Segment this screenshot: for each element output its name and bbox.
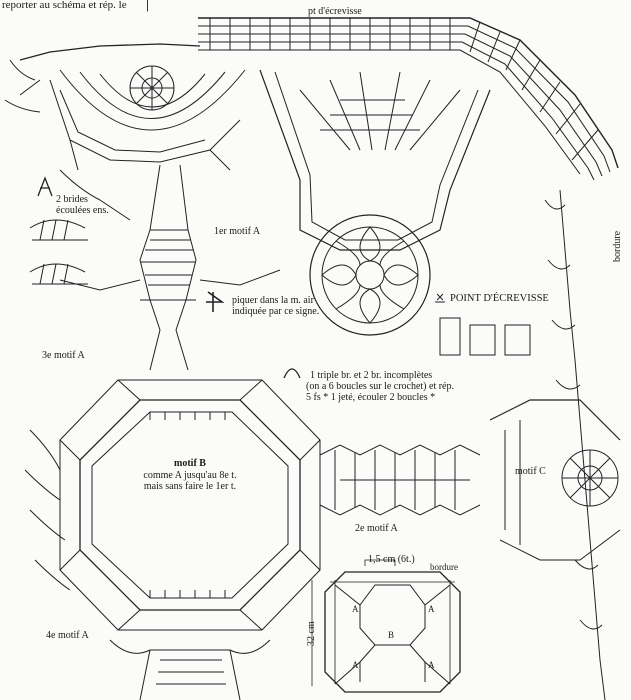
schema-cell-a-bottom-left: A [352, 660, 359, 670]
legend-piquer-line1: piquer dans la m. air [232, 295, 314, 306]
label-bordure-side: bordure [612, 230, 623, 262]
motif-c [489, 399, 621, 561]
schema-bordure-label: bordure [430, 562, 458, 572]
repeat-mark-icon: | [146, 0, 149, 12]
label-motif-a-2: 2e motif A [355, 523, 398, 534]
schema-width-label: 1,5 cm (6t.) [368, 554, 415, 565]
ecrevisse-symbol [435, 293, 445, 303]
label-motif-a-1: 1er motif A [214, 226, 261, 237]
label-pt-ecrevisse: pt d'écrevisse [308, 6, 362, 17]
right-border-chain [544, 189, 606, 700]
legend-symbols [29, 176, 531, 379]
brides-symbol [37, 176, 53, 197]
schema-cell-b-center: B [388, 630, 395, 640]
label-motif-b-title: motif B [174, 458, 206, 469]
left-edge-leaves [4, 59, 71, 591]
piquer-symbol [206, 291, 225, 312]
schema-cell-a-top-left: A [352, 604, 359, 614]
motif-a-fourth [109, 639, 271, 700]
schema-diagram [311, 559, 461, 693]
schema-height-label: 32 cm [306, 621, 317, 646]
legend-piquer-line2: indiquée par ce signe. [232, 306, 320, 317]
legend-brides-line1: 2 brides [56, 194, 88, 205]
schema-cell-a-bottom-right: A [428, 660, 435, 670]
motif-a-upper-left [19, 43, 246, 171]
legend-brides-line2: écoulées ens. [56, 205, 109, 216]
schema-cell-a-top-right: A [428, 604, 435, 614]
chain-left-vertical [59, 164, 281, 371]
label-motif-b-line2: mais sans faire le 1er t. [143, 481, 237, 492]
motif-a-first [259, 69, 491, 336]
label-motif-b-line1: comme A jusqu'au 8e t. [143, 470, 237, 481]
label-motif-a-4: 4e motif A [46, 630, 89, 641]
legend-triple-line2: (on a 6 boucles sur le crochet) et rép. [306, 381, 454, 392]
legend-triple-line1: 1 triple br. et 2 br. incomplètes [310, 370, 433, 381]
legend-triple-line3: 5 fs * 1 jeté, écouler 2 boucles * [306, 392, 436, 403]
legend-point-ecrevisse: POINT D'ÉCREVISSE [450, 293, 549, 304]
motif-a-second [319, 444, 481, 516]
top-border-band [198, 17, 619, 181]
ecrevisse-illustration [439, 317, 531, 356]
motif-b-octagon [59, 379, 321, 631]
brides-illustration-1 [29, 219, 88, 241]
label-motif-a-3: 3e motif A [42, 350, 85, 361]
header-instruction: reporter au schéma et rép. le [2, 0, 127, 11]
label-motif-c: motif C [515, 466, 546, 477]
brides-illustration-2 [29, 263, 88, 285]
triple-symbol [283, 368, 301, 379]
